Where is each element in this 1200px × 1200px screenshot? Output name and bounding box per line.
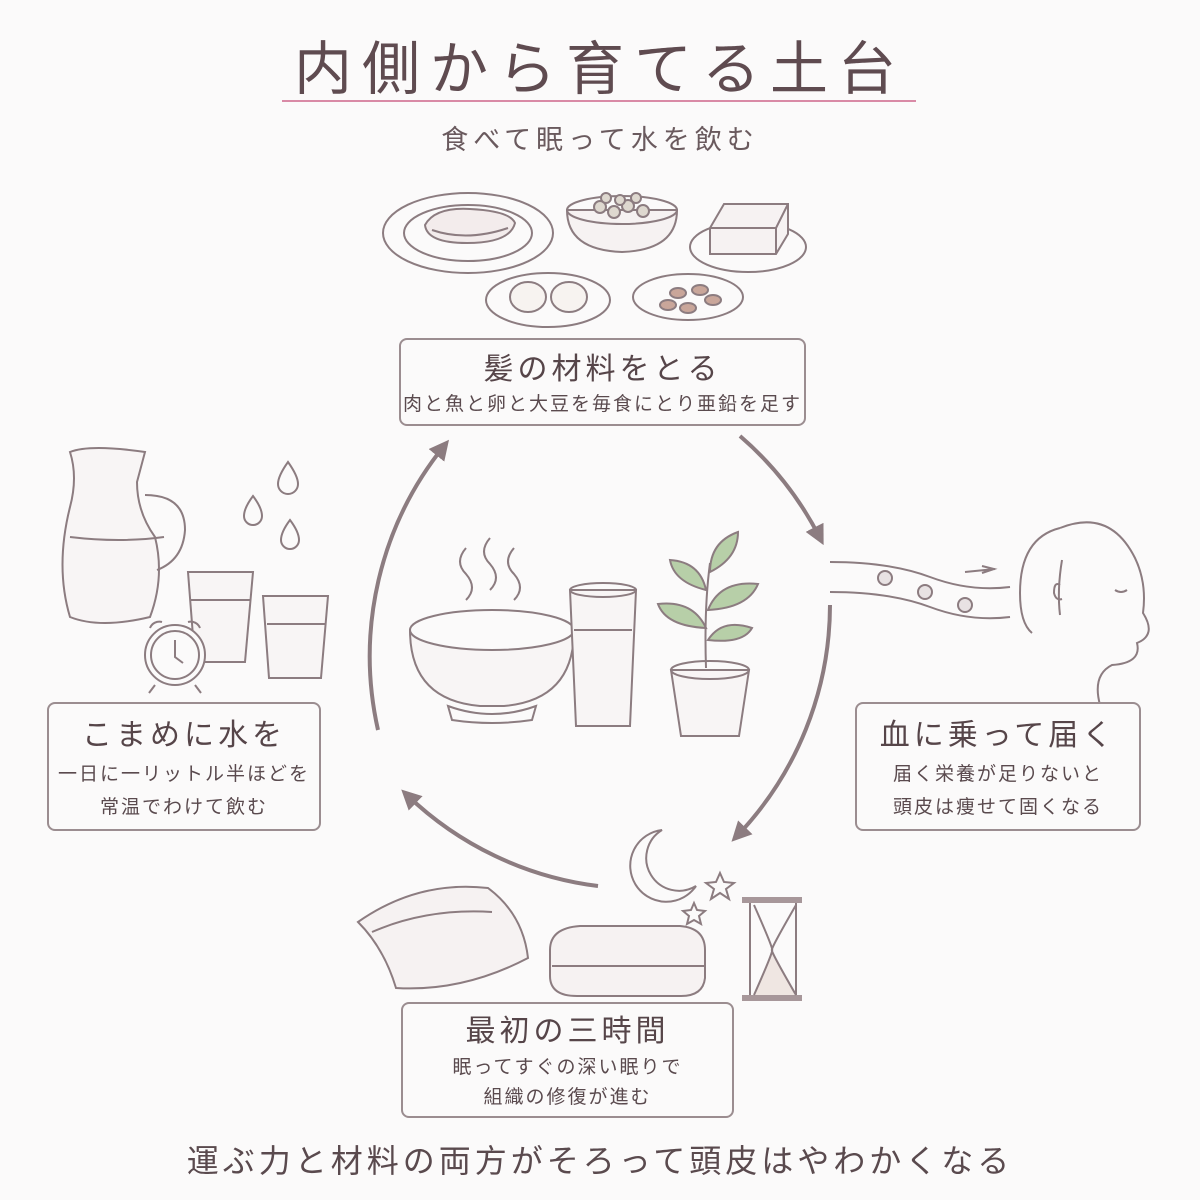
step-text-line2: 常温でわけて飲む xyxy=(99,796,268,818)
step-heading: 最初の三時間 xyxy=(465,1014,670,1049)
food-plates-icon xyxy=(382,192,807,328)
step-card-hydration: こまめに水を 一日に一リットル半ほどを 常温でわけて飲む xyxy=(47,702,321,831)
step-card-sleep: 最初の三時間 眠ってすぐの深い眠りで 組織の修復が進む xyxy=(401,1002,734,1118)
step-heading: 血に乗って届く xyxy=(879,718,1117,753)
bloodstream-head-icon xyxy=(829,521,1150,706)
step-card-circulation: 血に乗って届く 届く栄養が足りないと 頭皮は痩せて固くなる xyxy=(855,702,1141,831)
title-underline xyxy=(282,100,916,102)
footer-summary: 運ぶ力と材料の両方がそろって頭皮はやわかくなる xyxy=(186,1142,1014,1180)
step-heading: こまめに水を xyxy=(82,718,286,753)
step-text: 肉と魚と卵と大豆を毎食にとり亜鉛を足す xyxy=(402,393,802,415)
step-heading: 髪の材料をとる xyxy=(483,352,722,387)
step-text-line1: 眠ってすぐの深い眠りで xyxy=(452,1056,683,1078)
water-glasses-icon xyxy=(61,447,330,694)
step-text-line2: 頭皮は痩せて固くなる xyxy=(892,796,1103,818)
step-text-line1: 一日に一リットル半ほどを xyxy=(57,763,310,785)
step-text-line2: 組織の修復が進む xyxy=(483,1086,652,1108)
cycle-arrows-icon xyxy=(367,434,832,888)
sleep-bedding-icon xyxy=(356,829,802,1001)
step-card-nutrition: 髪の材料をとる 肉と魚と卵と大豆を毎食にとり亜鉛を足す xyxy=(399,338,806,426)
page-title: 内側から育てる土台 xyxy=(293,35,906,103)
soup-water-plant-icon xyxy=(408,530,760,737)
page-subtitle: 食べて眠って水を飲む xyxy=(441,125,759,156)
step-text-line1: 届く栄養が足りないと xyxy=(892,763,1103,785)
